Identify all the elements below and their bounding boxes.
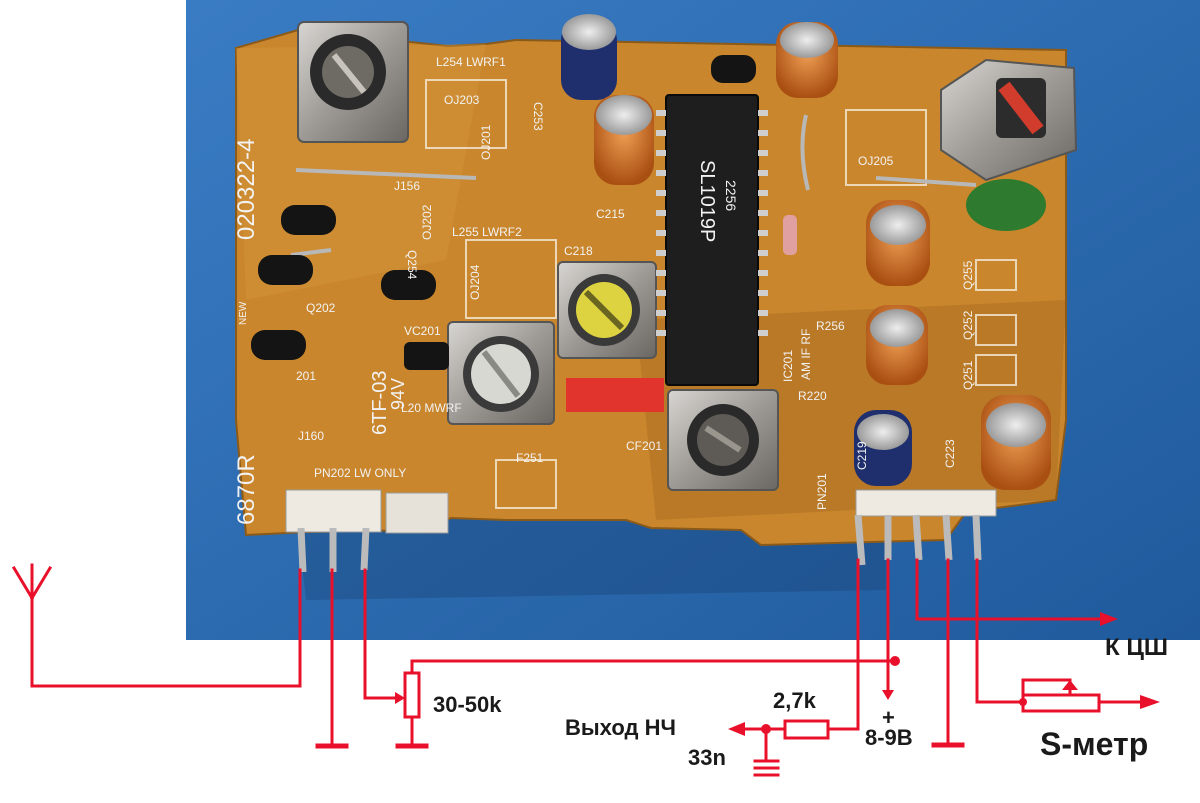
label-ic201: IC201 bbox=[781, 350, 795, 382]
arrow-cs bbox=[1100, 612, 1118, 626]
pcb-photo: SL1019P 2256 bbox=[186, 0, 1200, 640]
output-label: Выход НЧ bbox=[565, 715, 676, 740]
label-l255: L255 LWRF2 bbox=[452, 225, 522, 239]
label-q252: Q252 bbox=[961, 310, 975, 340]
connector-pn202 bbox=[285, 489, 449, 573]
label-j156: J156 bbox=[394, 179, 420, 193]
label-l254: L254 LWRF1 bbox=[436, 55, 506, 69]
output-wire bbox=[826, 558, 860, 731]
label-vc201: VC201 bbox=[404, 324, 441, 338]
label-oj204: OJ204 bbox=[468, 264, 482, 300]
label-q255: Q255 bbox=[961, 260, 975, 290]
label-pn202: PN202 LW ONLY bbox=[314, 466, 406, 480]
label-c223: C223 bbox=[943, 439, 957, 468]
resistor-value-label: 2,7k bbox=[773, 688, 817, 713]
capacitor-orange-3 bbox=[866, 200, 930, 286]
junction-smeter bbox=[1019, 698, 1027, 706]
smeter-trim-wire bbox=[1021, 678, 1072, 704]
label-oj205: OJ205 bbox=[858, 154, 894, 168]
supply-voltage-label: 8-9В bbox=[865, 725, 913, 750]
cap-value-label: 33n bbox=[688, 745, 726, 770]
capacitor-green bbox=[966, 179, 1046, 231]
label-am-if: AM IF RF bbox=[799, 329, 813, 380]
label-cf201: CF201 bbox=[626, 439, 662, 453]
label-oj202: OJ202 bbox=[420, 204, 434, 240]
resistor-small bbox=[783, 215, 797, 255]
ceramic-filter-red bbox=[566, 378, 664, 412]
label-new: NEW bbox=[238, 301, 249, 325]
capacitor-orange-5 bbox=[981, 395, 1051, 490]
label-q202: Q202 bbox=[306, 301, 336, 315]
smeter-resistor bbox=[1021, 693, 1101, 713]
label-r256: R256 bbox=[816, 319, 845, 333]
silkscreen-outlines bbox=[425, 79, 1017, 509]
arrow-output bbox=[728, 722, 745, 736]
label-f251: F251 bbox=[516, 451, 544, 465]
coil-can-white bbox=[447, 321, 555, 425]
ic-chip: SL1019P 2256 bbox=[656, 94, 768, 386]
label-pn201: PN201 bbox=[815, 473, 829, 510]
smeter-wire bbox=[975, 558, 1025, 704]
label-oj203: OJ203 bbox=[444, 93, 480, 107]
coil-can-bottom bbox=[667, 389, 779, 491]
cs-wire bbox=[915, 558, 1102, 621]
label-board-part: 6870R bbox=[233, 454, 260, 525]
junction-output bbox=[761, 724, 771, 734]
capacitor-blue-top bbox=[561, 14, 617, 100]
cs-label: К ЦШ bbox=[1105, 634, 1168, 661]
resistor-2k7 bbox=[783, 719, 830, 740]
label-oj201: OJ201 bbox=[479, 124, 493, 160]
connector-pn201 bbox=[854, 489, 997, 566]
label-q251: Q251 bbox=[961, 360, 975, 390]
potentiometer bbox=[403, 671, 421, 719]
label-r220: R220 bbox=[798, 389, 827, 403]
arrow-trim bbox=[1062, 680, 1078, 690]
capacitor-orange-4 bbox=[866, 305, 928, 385]
label-c215: C215 bbox=[596, 207, 625, 221]
supply-plus-label: + bbox=[882, 705, 895, 730]
label-c219: C219 bbox=[855, 441, 869, 470]
antenna-icon bbox=[11, 563, 53, 688]
capacitor-orange-2 bbox=[776, 22, 838, 98]
coil-can-top-left bbox=[297, 21, 409, 143]
coil-can-top-right bbox=[940, 58, 1078, 182]
ic-part-label: SL1019P bbox=[696, 160, 718, 242]
arrow-smeter bbox=[1140, 695, 1160, 709]
label-q254: Q254 bbox=[405, 250, 419, 280]
capacitor-orange-1 bbox=[594, 95, 654, 185]
pot-supply-wire bbox=[410, 659, 897, 675]
pot-wiper-wire bbox=[363, 568, 402, 700]
arrow-wiper bbox=[395, 692, 405, 704]
label-j160: J160 bbox=[298, 429, 324, 443]
jumper-wires bbox=[290, 114, 977, 257]
pot-value-label: 30-50k bbox=[433, 692, 502, 717]
coil-can-yellow bbox=[557, 261, 657, 359]
ic-sub-label: 2256 bbox=[723, 180, 739, 211]
transistors bbox=[251, 55, 756, 370]
label-board-series: 6TF-03 bbox=[369, 371, 391, 435]
arrow-supply bbox=[882, 690, 894, 700]
label-board-code: 020322-4 bbox=[233, 139, 260, 240]
label-c253: C253 bbox=[531, 102, 545, 131]
antenna-wire bbox=[30, 568, 302, 688]
label-board-rating: 94V bbox=[388, 378, 408, 410]
pcb-silkscreen: L254 LWRF1 OJ203 C253 OJ201 J156 OJ202 Q… bbox=[233, 55, 975, 525]
label-c218: C218 bbox=[564, 244, 593, 258]
label-mwrf: L20 MWRF bbox=[401, 401, 462, 415]
label-q201: 201 bbox=[296, 369, 316, 383]
capacitor-blue-bottom bbox=[854, 410, 912, 486]
junction-supply bbox=[890, 656, 900, 666]
smeter-label: S-метр bbox=[1040, 726, 1148, 762]
